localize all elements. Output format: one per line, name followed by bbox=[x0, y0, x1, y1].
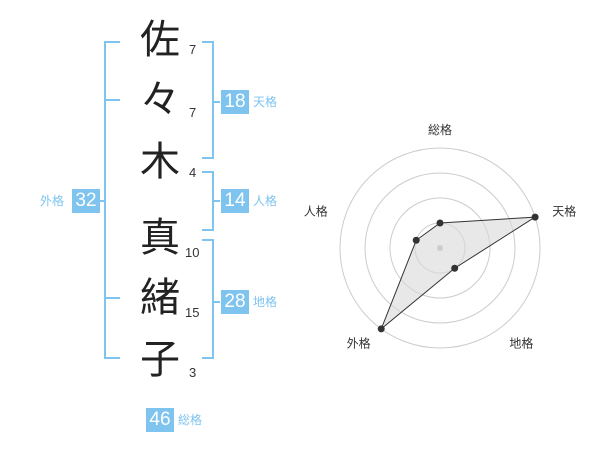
name-char-3: 木 bbox=[140, 139, 180, 185]
stroke-count-2: 7 bbox=[189, 105, 197, 120]
radar-axis-label-1: 総格 bbox=[428, 122, 452, 137]
stroke-count-4: 10 bbox=[185, 245, 200, 260]
jinkaku-label: 人格 bbox=[253, 194, 278, 208]
chikaku-bracket-vertical bbox=[212, 239, 214, 359]
radar-data-polygon bbox=[380, 216, 536, 330]
soukaku-value-badge: 46 bbox=[146, 408, 174, 432]
jinkaku-connector bbox=[212, 200, 220, 202]
stroke-count-3: 4 bbox=[189, 165, 197, 180]
gaikaku-bracket-tick-1 bbox=[104, 99, 120, 101]
jinkaku-value-badge: 14 bbox=[221, 189, 249, 213]
radar-data-point-1 bbox=[436, 219, 444, 227]
name-char-4: 真 bbox=[140, 215, 180, 261]
chikaku-connector bbox=[212, 301, 220, 303]
chikaku-value-badge: 28 bbox=[221, 290, 249, 314]
tenkaku-connector bbox=[212, 101, 220, 103]
stroke-count-6: 3 bbox=[189, 365, 197, 380]
radar-data-point-3 bbox=[451, 264, 459, 272]
tenkaku-bracket-bottom bbox=[202, 157, 214, 159]
gaikaku-bracket-bottom bbox=[104, 357, 120, 359]
tenkaku-bracket-vertical bbox=[212, 41, 214, 159]
chikaku-bracket-top bbox=[202, 239, 214, 241]
chikaku-bracket-bottom bbox=[202, 357, 214, 359]
gaikaku-value-badge: 32 bbox=[72, 189, 100, 213]
name-char-1: 佐 bbox=[140, 17, 180, 63]
radar-data-point-5 bbox=[412, 236, 420, 244]
tenkaku-value-badge: 18 bbox=[221, 90, 249, 114]
tenkaku-label: 天格 bbox=[253, 95, 278, 109]
name-char-2: 々 bbox=[140, 77, 180, 123]
stroke-count-1: 7 bbox=[189, 42, 197, 57]
radar-axis-label-5: 人格 bbox=[304, 204, 328, 219]
name-char-5: 緒 bbox=[140, 275, 180, 321]
tenkaku-bracket-top bbox=[202, 41, 214, 43]
radar-axis-label-4: 外格 bbox=[347, 335, 371, 350]
chikaku-label: 地格 bbox=[253, 295, 278, 309]
gaikaku-connector bbox=[98, 200, 106, 202]
radar-grid-ring-4 bbox=[339, 147, 541, 349]
radar-data-point-4 bbox=[377, 325, 385, 333]
soukaku-label: 総格 bbox=[178, 413, 203, 427]
radar-grid-ring-3 bbox=[364, 172, 516, 324]
jinkaku-bracket-top bbox=[202, 171, 214, 173]
radar-axis-label-3: 地格 bbox=[509, 335, 533, 350]
jinkaku-bracket-bottom bbox=[202, 229, 214, 231]
stroke-count-5: 15 bbox=[185, 305, 200, 320]
gaikaku-label: 外格 bbox=[40, 194, 65, 208]
name-char-6: 子 bbox=[140, 337, 180, 383]
gaikaku-bracket-tick-2 bbox=[104, 297, 120, 299]
radar-grid-ring-2 bbox=[389, 197, 491, 299]
radar-data-point-2 bbox=[531, 213, 539, 221]
gaikaku-bracket-top bbox=[104, 41, 120, 43]
radar-axis-label-2: 天格 bbox=[552, 204, 576, 219]
